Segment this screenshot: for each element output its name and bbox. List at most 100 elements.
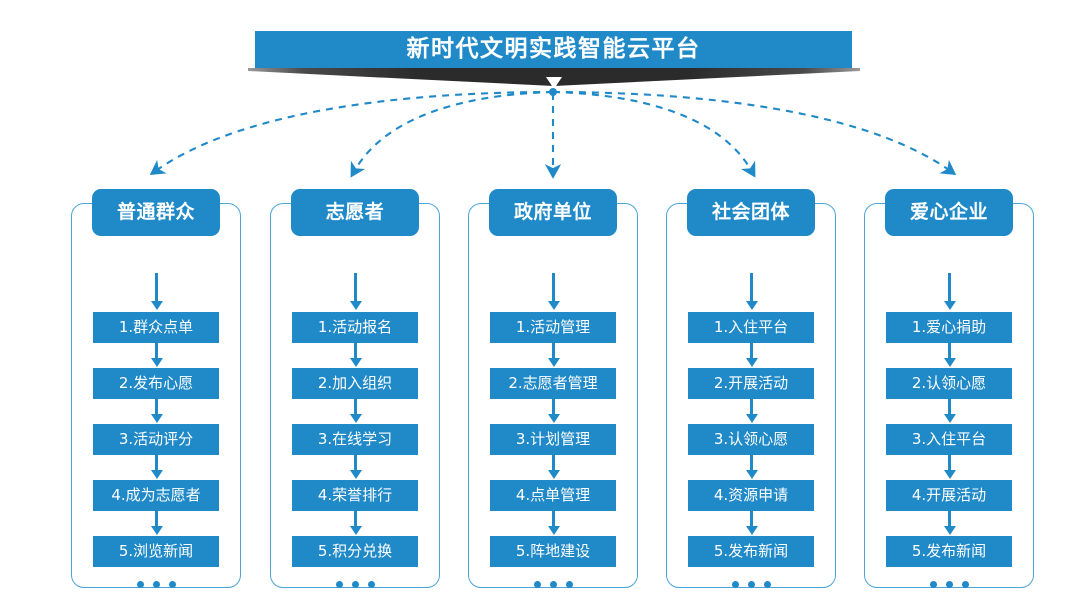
ellipsis-dot: [168, 580, 176, 588]
arrow-down-icon: [490, 399, 616, 424]
arrow-head: [943, 301, 956, 310]
arrow-down-icon: [292, 511, 418, 536]
column-header-label: 政府单位: [513, 201, 592, 223]
column-header-4[interactable]: 爱心企业: [885, 189, 1013, 236]
arrow-shaft: [750, 455, 753, 472]
list-item-label: 2.认领心愿: [911, 374, 987, 392]
arrow-down-icon: [688, 455, 814, 480]
arrow-down-icon: [93, 511, 219, 536]
list-item-label: 2.发布心愿: [118, 374, 194, 392]
list-item-label: 3.活动评分: [118, 430, 194, 448]
list-item[interactable]: 1.爱心捐助: [886, 312, 1012, 343]
arrow-head: [349, 470, 362, 479]
list-item[interactable]: 1.入住平台: [688, 312, 814, 343]
column-header-3[interactable]: 社会团体: [687, 189, 815, 236]
arrow-down-icon: [886, 343, 1012, 368]
column-header-label: 志愿者: [325, 201, 385, 223]
list-item[interactable]: 5.浏览新闻: [93, 536, 219, 567]
arrow-shaft: [155, 399, 158, 416]
arrow-down-icon: [93, 343, 219, 368]
arrow-shaft: [354, 273, 357, 303]
arrow-down-icon: [93, 273, 219, 312]
column-header-2[interactable]: 政府单位: [489, 189, 617, 236]
list-item[interactable]: 2.认领心愿: [886, 368, 1012, 399]
arrow-shaft: [948, 273, 951, 303]
ellipsis-dot: [961, 580, 969, 588]
arrow-shaft: [354, 511, 357, 528]
list-item[interactable]: 2.志愿者管理: [490, 368, 616, 399]
column-1: 志愿者 1.活动报名 2.加入组织 3.在线学习 4.荣誉排行 5.积分兑换: [270, 189, 440, 588]
list-item[interactable]: 5.阵地建设: [490, 536, 616, 567]
list-item[interactable]: 5.发布新闻: [886, 536, 1012, 567]
list-item-label: 5.浏览新闻: [118, 542, 194, 560]
arrow-shaft: [155, 343, 158, 360]
list-item[interactable]: 4.成为志愿者: [93, 480, 219, 511]
column-item-list: 1.群众点单 2.发布心愿 3.活动评分 4.成为志愿者 5.浏览新闻: [93, 273, 219, 601]
arrow-down-icon: [490, 455, 616, 480]
arrow-head: [150, 358, 163, 367]
connector-hub-dot: [549, 88, 557, 96]
column-header-1[interactable]: 志愿者: [291, 189, 419, 236]
list-item[interactable]: 3.入住平台: [886, 424, 1012, 455]
ellipsis-dot: [367, 580, 375, 588]
list-item-label: 2.加入组织: [317, 374, 393, 392]
column-2: 政府单位 1.活动管理 2.志愿者管理 3.计划管理 4.点单管理 5.阵地建设: [468, 189, 638, 588]
arrow-head: [943, 526, 956, 535]
list-item[interactable]: 4.资源申请: [688, 480, 814, 511]
arrow-down-icon: [93, 399, 219, 424]
ellipsis-dot: [945, 580, 953, 588]
column-item-list: 1.入住平台 2.开展活动 3.认领心愿 4.资源申请 5.发布新闻: [688, 273, 814, 601]
ellipsis-dot: [152, 580, 160, 588]
list-item-label: 1.活动报名: [317, 318, 393, 336]
list-item[interactable]: 2.开展活动: [688, 368, 814, 399]
arrow-down-icon: [490, 511, 616, 536]
arrow-down-icon: [688, 273, 814, 312]
list-item[interactable]: 1.活动报名: [292, 312, 418, 343]
arrow-down-icon: [490, 343, 616, 368]
arrow-head: [547, 526, 560, 535]
arrow-shaft: [948, 343, 951, 360]
column-header-0[interactable]: 普通群众: [92, 189, 220, 236]
list-item[interactable]: 3.认领心愿: [688, 424, 814, 455]
arrow-shaft: [155, 273, 158, 303]
column-item-list: 1.活动报名 2.加入组织 3.在线学习 4.荣誉排行 5.积分兑换: [292, 273, 418, 601]
list-item-label: 3.在线学习: [317, 430, 393, 448]
list-item[interactable]: 2.加入组织: [292, 368, 418, 399]
list-item[interactable]: 4.开展活动: [886, 480, 1012, 511]
list-item[interactable]: 3.计划管理: [490, 424, 616, 455]
arrow-head: [547, 470, 560, 479]
list-item-label: 5.发布新闻: [713, 542, 789, 560]
list-item-label: 3.入住平台: [911, 430, 987, 448]
column-header-label: 社会团体: [711, 201, 790, 223]
list-item[interactable]: 2.发布心愿: [93, 368, 219, 399]
arrow-down-icon: [688, 343, 814, 368]
list-item-label: 4.点单管理: [515, 486, 591, 504]
list-item[interactable]: 1.群众点单: [93, 312, 219, 343]
list-item-label: 5.阵地建设: [515, 542, 591, 560]
list-item-label: 4.资源申请: [713, 486, 789, 504]
page-title: 新时代文明实践智能云平台: [406, 36, 701, 62]
ellipsis-dot: [565, 580, 573, 588]
list-item[interactable]: 3.活动评分: [93, 424, 219, 455]
list-item[interactable]: 5.发布新闻: [688, 536, 814, 567]
arrow-head: [349, 358, 362, 367]
arrow-down-icon: [292, 455, 418, 480]
arrow-shaft: [155, 511, 158, 528]
arrow-shaft: [552, 455, 555, 472]
column-header-label: 普通群众: [116, 201, 195, 223]
arrow-head: [943, 358, 956, 367]
arrow-shaft: [948, 455, 951, 472]
arrow-shaft: [155, 455, 158, 472]
arrow-shaft: [750, 511, 753, 528]
list-item-label: 1.爱心捐助: [911, 318, 987, 336]
list-item-label: 4.荣誉排行: [317, 486, 393, 504]
list-item[interactable]: 1.活动管理: [490, 312, 616, 343]
list-item[interactable]: 4.点单管理: [490, 480, 616, 511]
list-item[interactable]: 3.在线学习: [292, 424, 418, 455]
list-item[interactable]: 5.积分兑换: [292, 536, 418, 567]
list-item-label: 2.开展活动: [713, 374, 789, 392]
list-item-label: 4.成为志愿者: [111, 486, 201, 504]
arrow-head: [745, 358, 758, 367]
list-item[interactable]: 4.荣誉排行: [292, 480, 418, 511]
